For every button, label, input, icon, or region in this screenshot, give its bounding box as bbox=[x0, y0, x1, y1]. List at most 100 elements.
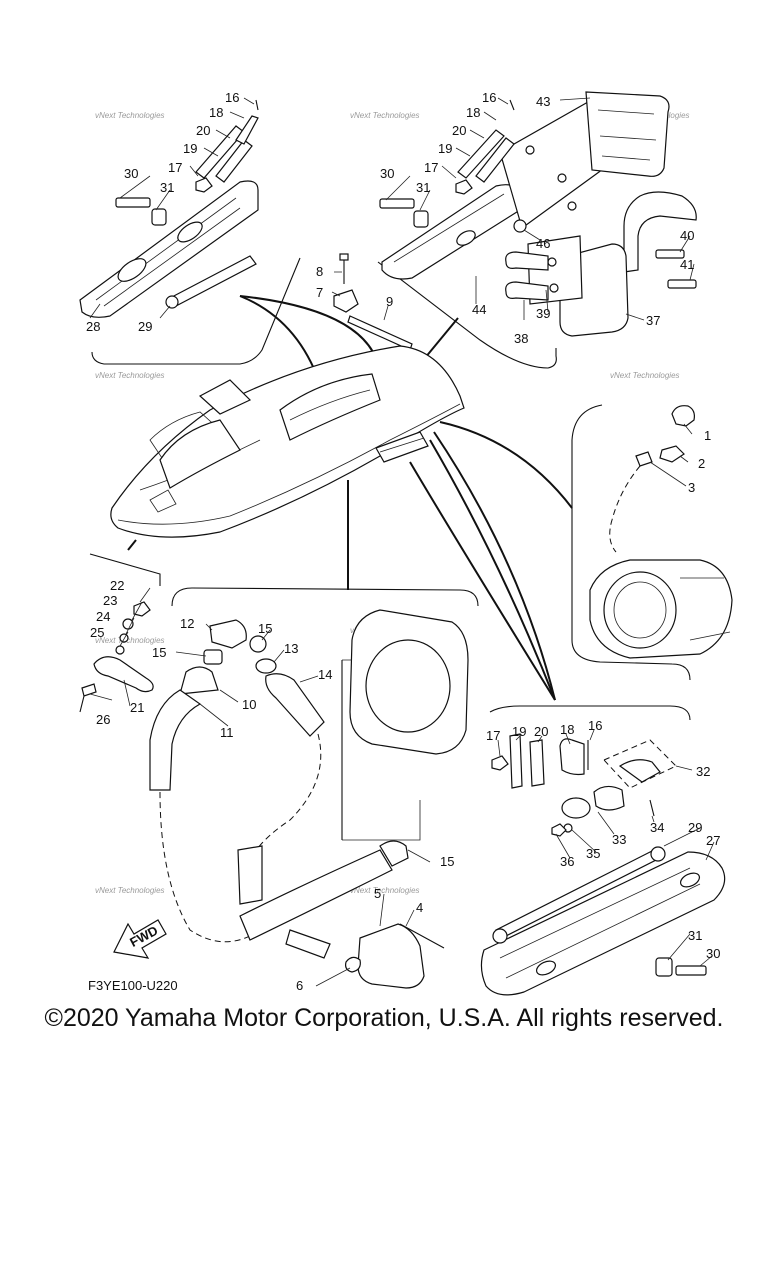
callout-6: 6 bbox=[296, 978, 303, 993]
watermark: vNext Technologies bbox=[350, 111, 420, 120]
screw-34 bbox=[649, 799, 655, 817]
callout-23: 23 bbox=[103, 593, 117, 608]
nut-17 bbox=[455, 179, 473, 195]
left-small-assembly bbox=[79, 601, 154, 713]
callout-20: 20 bbox=[452, 123, 466, 138]
arrow-line bbox=[409, 461, 556, 701]
housing-bore bbox=[365, 639, 451, 733]
rail-27 bbox=[480, 851, 726, 996]
callout-2: 2 bbox=[698, 456, 705, 471]
callout-18: 18 bbox=[209, 105, 223, 120]
pump-detail bbox=[680, 577, 731, 641]
watermark: vNext Technologies bbox=[95, 886, 165, 895]
right-assembly bbox=[589, 405, 733, 659]
rail-slot bbox=[535, 960, 557, 976]
pump-bore-inner bbox=[613, 581, 667, 639]
handle-rail-edge bbox=[95, 197, 241, 307]
hose-dashed bbox=[249, 733, 322, 861]
bolt-40 bbox=[655, 249, 685, 259]
callout-33: 33 bbox=[612, 832, 626, 847]
callout-43: 43 bbox=[536, 94, 550, 109]
seat-line bbox=[289, 389, 371, 421]
callout-15: 15 bbox=[440, 854, 454, 869]
callout-11: 11 bbox=[220, 725, 234, 740]
nut-17 bbox=[491, 755, 509, 771]
fitting-3 bbox=[635, 451, 653, 467]
callout-14: 14 bbox=[318, 667, 332, 682]
plate-hole bbox=[547, 257, 557, 267]
plate-20 bbox=[215, 139, 253, 183]
gasket-33 bbox=[561, 797, 591, 819]
callout-40: 40 bbox=[680, 228, 694, 243]
lower-right-assembly bbox=[480, 733, 726, 996]
top-left-assembly bbox=[79, 99, 259, 318]
fitting-10 bbox=[179, 666, 219, 695]
bushing-38 bbox=[505, 281, 549, 301]
callout-16: 16 bbox=[482, 90, 496, 105]
washer-24 bbox=[119, 633, 129, 643]
pin-8-head bbox=[339, 253, 349, 261]
callout-16: 16 bbox=[588, 718, 602, 733]
callout-32: 32 bbox=[696, 764, 710, 779]
hose-assembly bbox=[149, 619, 409, 959]
callout-17: 17 bbox=[168, 160, 182, 175]
washer-46 bbox=[513, 219, 527, 233]
callout-15: 15 bbox=[152, 645, 166, 660]
callout-20: 20 bbox=[534, 724, 548, 739]
copyright-notice: ©2020 Yamaha Motor Corporation, U.S.A. A… bbox=[44, 1004, 724, 1032]
nut-2 bbox=[659, 445, 685, 463]
callout-20: 20 bbox=[196, 123, 210, 138]
bracket-21 bbox=[93, 656, 154, 693]
callout-35: 35 bbox=[586, 846, 600, 861]
pin-4 bbox=[399, 923, 445, 949]
callout-10: 10 bbox=[242, 697, 256, 712]
ring-13 bbox=[255, 658, 277, 674]
callout-30: 30 bbox=[124, 166, 138, 181]
callout-26: 26 bbox=[96, 712, 110, 727]
callout-31: 31 bbox=[160, 180, 174, 195]
plate-19 bbox=[457, 129, 505, 179]
callout-19: 19 bbox=[512, 724, 526, 739]
nut-17 bbox=[195, 177, 213, 193]
callout-17: 17 bbox=[486, 728, 500, 743]
hood bbox=[159, 419, 241, 489]
kit-32-box bbox=[603, 739, 677, 789]
callout-22: 22 bbox=[110, 578, 124, 593]
elbow-12 bbox=[209, 619, 247, 649]
rail-slot bbox=[177, 221, 203, 243]
screw-26-shank bbox=[79, 695, 85, 713]
callout-16: 16 bbox=[225, 90, 239, 105]
bracket-18 bbox=[235, 115, 259, 145]
section-frames bbox=[89, 257, 691, 721]
callout-19: 19 bbox=[438, 141, 452, 156]
callout-4: 4 bbox=[416, 900, 423, 915]
small-parts-789 bbox=[333, 253, 413, 351]
nut-22 bbox=[133, 601, 151, 617]
arrow-line bbox=[433, 431, 556, 701]
spacer-31 bbox=[413, 210, 429, 228]
bottom-parts bbox=[345, 923, 445, 989]
rail-slot bbox=[679, 872, 701, 888]
rod-29-end bbox=[492, 928, 508, 944]
bracket-hole bbox=[557, 173, 567, 183]
spacer-31 bbox=[655, 957, 673, 977]
plate-19 bbox=[509, 733, 523, 789]
callout-leaders bbox=[89, 97, 715, 987]
handle-rail bbox=[79, 180, 259, 318]
nut-36 bbox=[551, 823, 567, 837]
hose-11 bbox=[149, 689, 202, 791]
hull-line bbox=[117, 403, 461, 525]
callout-44: 44 bbox=[472, 302, 486, 317]
frame-right bbox=[571, 404, 691, 681]
handlebar bbox=[198, 379, 252, 415]
callout-19: 19 bbox=[183, 141, 197, 156]
callout-9: 9 bbox=[386, 294, 393, 309]
hose-14 bbox=[265, 673, 325, 737]
callout-24: 24 bbox=[96, 609, 110, 624]
callout-36: 36 bbox=[560, 854, 574, 869]
frame-lower-right bbox=[489, 705, 691, 721]
handle-32 bbox=[618, 759, 661, 783]
washer-23 bbox=[122, 618, 134, 630]
box-43 bbox=[585, 91, 670, 177]
hose-lower-end bbox=[237, 845, 263, 905]
